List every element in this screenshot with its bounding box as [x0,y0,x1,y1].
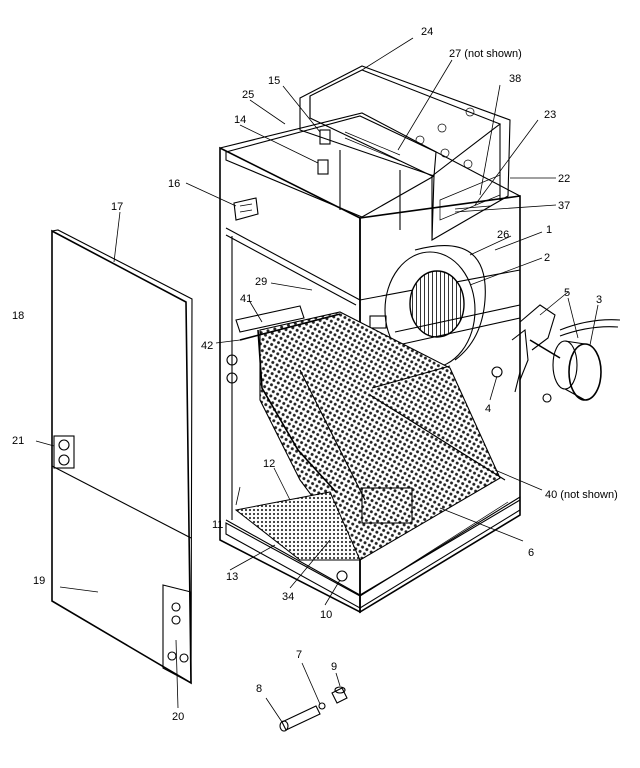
callout-18: 18 [12,310,24,322]
callout-5: 5 [564,287,570,299]
drain-fittings [279,686,348,732]
callout-7: 7 [296,649,302,661]
callout-27: 27 (not shown) [449,48,522,60]
callout-26: 26 [497,229,509,241]
callout-41: 41 [240,293,252,305]
callout-2: 2 [544,252,550,264]
callout-4: 4 [485,403,491,415]
leader-lines [35,37,599,723]
callout-16: 16 [168,178,180,190]
callout-24: 24 [421,26,433,38]
callout-42: 42 [201,340,213,352]
callout-29: 29 [255,276,267,288]
blower-assembly [369,245,521,369]
callout-21: 21 [12,435,24,447]
cabinet [219,112,521,614]
callout-22: 22 [558,173,570,185]
blower-compartment [299,65,511,241]
callout-25: 25 [242,89,254,101]
callout-13: 13 [226,571,238,583]
callout-37: 37 [558,200,570,212]
callout-12: 12 [263,458,275,470]
blower-motor [491,304,621,403]
callout-10: 10 [320,609,332,621]
callout-15: 15 [268,75,280,87]
callout-3: 3 [596,294,602,306]
evaporator-coil [226,305,506,582]
callout-8: 8 [256,683,262,695]
callout-20: 20 [172,711,184,723]
small-parts [233,129,331,221]
access-panel [51,229,193,685]
callout-34: 34 [282,591,294,603]
callout-9: 9 [331,661,337,673]
callout-14: 14 [234,114,246,126]
callout-23: 23 [544,109,556,121]
callout-19: 19 [33,575,45,587]
callout-labels: 24 27 (not shown) 38 23 22 37 26 1 2 5 3… [12,26,618,723]
callout-1: 1 [546,224,552,236]
callout-11: 11 [212,519,223,531]
callout-17: 17 [111,201,123,213]
callout-6: 6 [528,547,534,559]
callout-38: 38 [509,73,521,85]
callout-40: 40 (not shown) [545,489,618,501]
